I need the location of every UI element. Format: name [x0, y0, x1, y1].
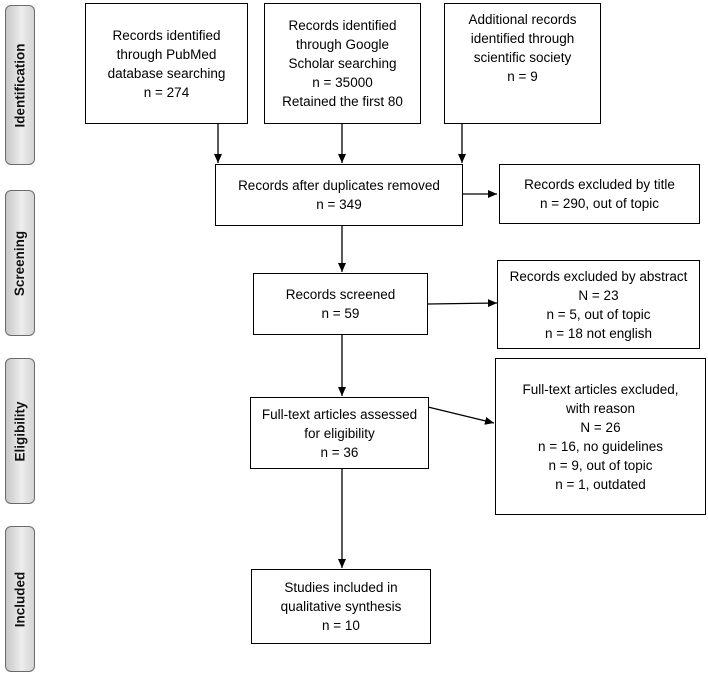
box-pubmed-records: Records identified through PubMed databa… — [85, 3, 248, 124]
phase-label-screening: Screening — [5, 190, 35, 336]
box-fulltext-excluded: Full-text articles excluded, with reason… — [495, 358, 706, 515]
box-society-records: Additional records identified through sc… — [444, 3, 601, 124]
box-text-line: for eligibility — [304, 425, 375, 441]
box-text-line: Scholar searching — [288, 56, 397, 71]
box-text-line: Retained the first 80 — [282, 94, 403, 109]
box-text-line: n = 10 — [322, 618, 360, 633]
box-excluded-by-abstract: Records excluded by abstract N = 23 n = … — [497, 260, 700, 349]
box-text-line: n = 35000 — [312, 75, 373, 90]
box-text-line: N = 23 — [578, 287, 619, 303]
box-text-line: Records excluded by title — [524, 177, 675, 192]
box-text-line: with reason — [565, 400, 636, 416]
box-text-line: through PubMed — [116, 46, 217, 62]
box-fulltext-assessed: Full-text articles assessed for eligibil… — [250, 397, 429, 469]
arrow-screened-to-excluded-abstract — [427, 299, 498, 308]
box-text-line: Records after duplicates removed — [238, 178, 440, 193]
box-text-line: Records excluded by abstract — [509, 268, 688, 284]
box-text-line: through Google — [295, 37, 390, 52]
phase-label-identification: Identification — [5, 5, 35, 165]
box-text-line: Additional records — [468, 12, 577, 27]
arrow-fulltext-to-excluded — [427, 406, 495, 425]
box-text-line: n = 290, out of topic — [540, 196, 659, 211]
box-duplicates-removed: Records after duplicates removed n = 349 — [215, 164, 463, 226]
phase-label-eligibility: Eligibility — [5, 358, 35, 504]
box-text-line: database searching — [107, 65, 226, 81]
box-text-line: n = 349 — [316, 197, 362, 212]
phase-label-included: Included — [5, 526, 35, 672]
box-text-line: qualitative synthesis — [280, 599, 402, 614]
box-text-line: N = 26 — [580, 419, 621, 435]
box-text-line: n = 9, out of topic — [548, 457, 653, 473]
box-text-line: n = 59 — [321, 306, 360, 321]
box-text-line: Records screened — [285, 287, 396, 302]
box-text-line: n = 9 — [507, 69, 538, 84]
box-text-line: Studies included in — [284, 580, 398, 595]
box-records-screened: Records screened n = 59 — [253, 273, 428, 335]
box-google-scholar-records: Records identified through Google Schola… — [264, 3, 421, 124]
box-text-line: n = 5, out of topic — [546, 306, 651, 322]
box-excluded-by-title: Records excluded by title n = 290, out o… — [499, 164, 700, 224]
box-text-line: identified through — [470, 31, 575, 46]
box-text-line: Full-text articles assessed — [261, 406, 418, 422]
box-text-line: Records identified — [112, 27, 221, 43]
box-studies-included: Studies included in qualitative synthesi… — [251, 569, 431, 644]
box-text-line: n = 36 — [320, 444, 359, 460]
box-text-line: Full-text articles excluded, — [522, 381, 679, 397]
box-text-line: n = 1, outdated — [555, 476, 646, 492]
box-text-line: Records identified — [288, 18, 397, 33]
box-text-line: scientific society — [473, 50, 572, 65]
box-text-line: n = 274 — [143, 84, 190, 100]
box-text-line: n = 18 not english — [545, 325, 652, 341]
box-text-line: n = 16, no guidelines — [538, 438, 663, 454]
